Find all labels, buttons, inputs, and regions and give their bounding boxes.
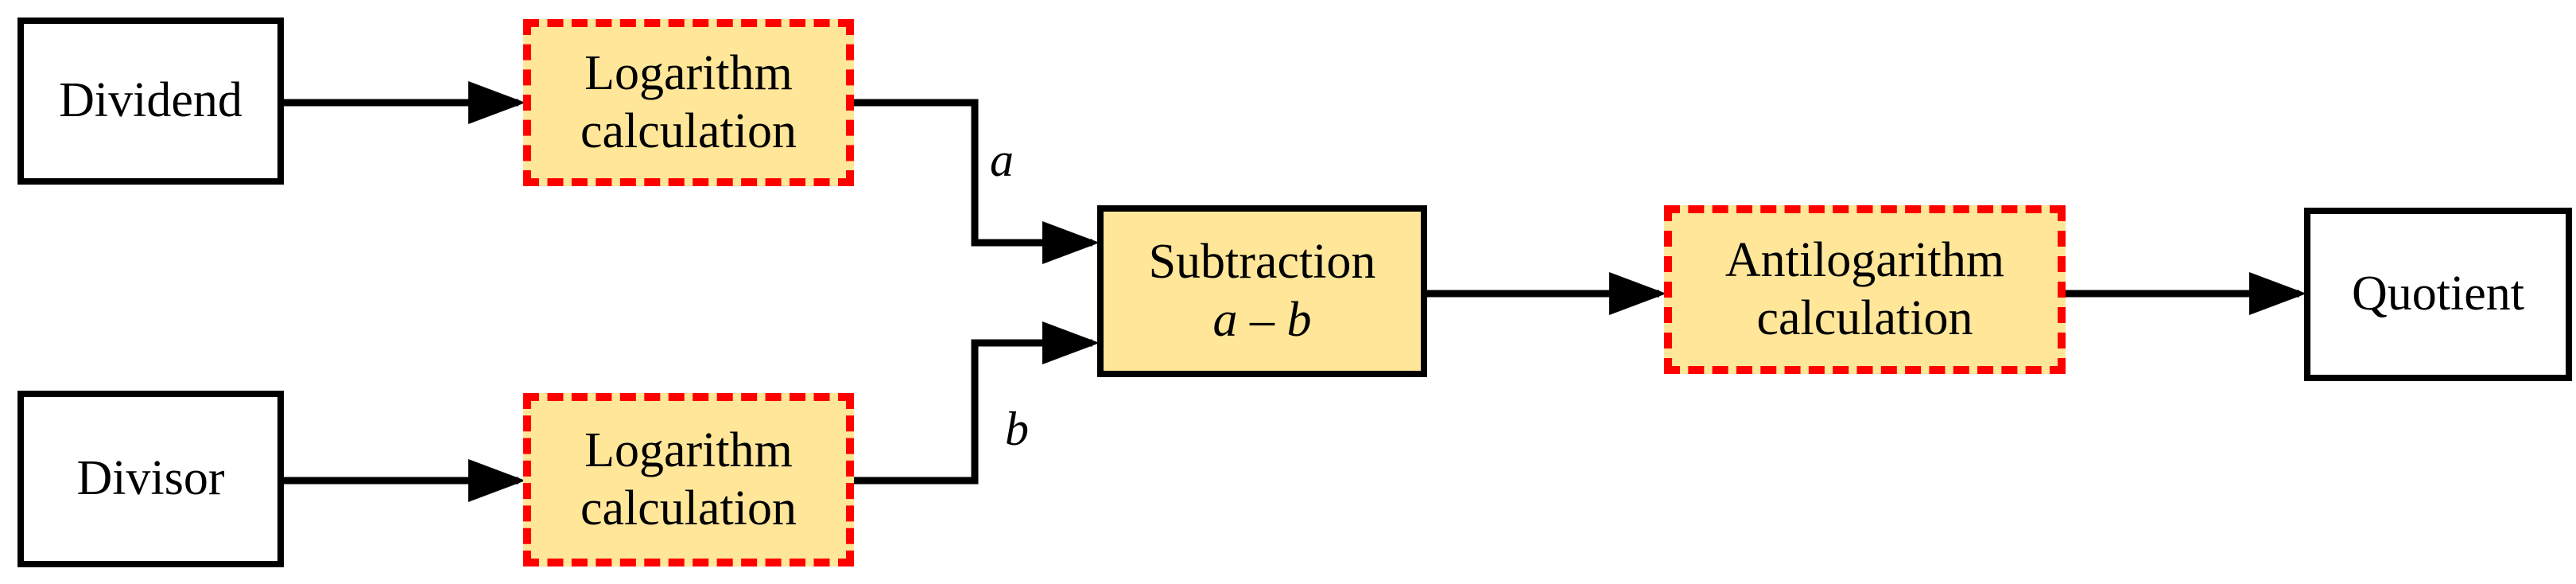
logarithm-calculation-b-box: Logarithm calculation: [523, 393, 854, 566]
logarithm-a-line2: calculation: [580, 104, 797, 158]
expression-var-b: b: [1286, 293, 1312, 347]
quotient-label: Quotient: [2352, 267, 2524, 321]
logarithm-b-line1: Logarithm: [584, 422, 793, 477]
logarithm-calculation-a-box: Logarithm calculation: [523, 19, 854, 186]
divisor-box: Divisor: [17, 391, 284, 567]
antilog-line1: Antilogarithm: [1724, 232, 2005, 287]
subtraction-box: Subtraction a – b: [1097, 205, 1427, 377]
expression-operator: –: [1237, 293, 1287, 347]
divisor-label: Divisor: [76, 451, 225, 506]
antilog-line2: calculation: [1756, 291, 1973, 345]
subtraction-label: Subtraction: [1148, 234, 1376, 289]
arrow-log-b-to-subtraction: [854, 321, 1100, 485]
dividend-box: Dividend: [17, 18, 284, 185]
antilogarithm-calculation-box: Antilogarithm calculation: [1664, 205, 2066, 374]
dividend-label: Dividend: [59, 73, 242, 128]
subtraction-expression: a – b: [1213, 291, 1312, 349]
logarithm-b-line2: calculation: [580, 481, 797, 535]
quotient-box: Quotient: [2304, 208, 2572, 381]
arrow-log-a-to-subtraction: [854, 99, 1100, 264]
edge-label-b: b: [1005, 403, 1029, 455]
logarithm-a-line1: Logarithm: [584, 45, 793, 100]
edge-label-a: a: [990, 134, 1014, 186]
expression-var-a: a: [1212, 293, 1238, 347]
